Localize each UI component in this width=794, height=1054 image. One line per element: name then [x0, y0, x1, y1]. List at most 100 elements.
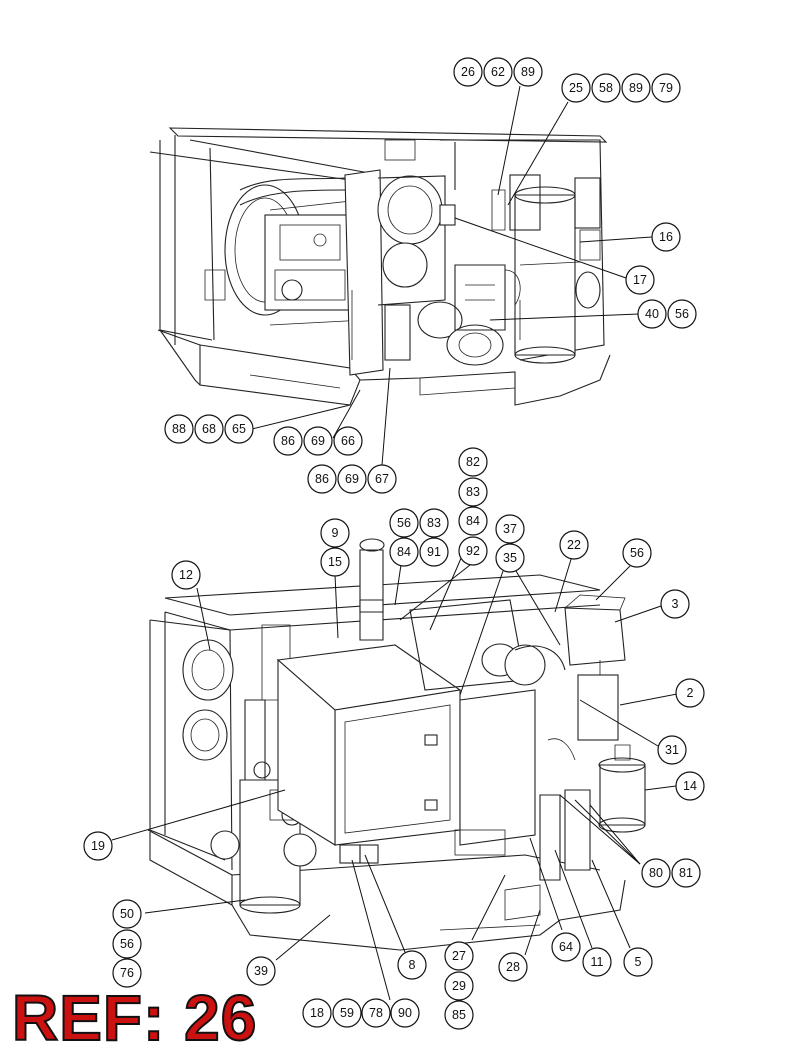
callout-bubble: 58 — [591, 73, 621, 103]
svg-text:64: 64 — [559, 940, 573, 954]
svg-text:3: 3 — [672, 597, 679, 611]
svg-text:56: 56 — [120, 937, 134, 951]
callout-bubble: 12 — [171, 560, 201, 590]
callout-bubble: 66 — [333, 426, 363, 456]
svg-text:68: 68 — [202, 422, 216, 436]
callout-bubble: 14 — [675, 771, 705, 801]
callout-bubble: 9 — [320, 518, 350, 548]
callout-bubble: 25 — [561, 73, 591, 103]
svg-text:17: 17 — [633, 273, 647, 287]
callout-bubble: 29 — [444, 971, 474, 1001]
svg-text:18: 18 — [310, 1006, 324, 1020]
callout-bubble: 83 — [419, 508, 449, 538]
callout-bubble: 92 — [458, 536, 488, 566]
svg-text:76: 76 — [120, 966, 134, 980]
svg-text:28: 28 — [506, 960, 520, 974]
callout-bubble: 76 — [112, 958, 142, 988]
callout-bubble: 19 — [83, 831, 113, 861]
svg-text:26: 26 — [461, 65, 475, 79]
callout-bubble: 79 — [651, 73, 681, 103]
svg-text:84: 84 — [397, 545, 411, 559]
callout-bubble: 86 — [273, 426, 303, 456]
callout-bubble: 86 — [307, 464, 337, 494]
svg-text:90: 90 — [398, 1006, 412, 1020]
svg-text:59: 59 — [340, 1006, 354, 1020]
upper-assembly — [149, 127, 611, 406]
svg-text:56: 56 — [675, 307, 689, 321]
callout-bubble: 28 — [498, 952, 528, 982]
callout-bubble: 50 — [112, 899, 142, 929]
callout-bubble: 18 — [302, 998, 332, 1028]
callout-bubble: 31 — [657, 735, 687, 765]
callout-bubble: 84 — [458, 506, 488, 536]
svg-text:83: 83 — [427, 516, 441, 530]
svg-text:25: 25 — [569, 81, 583, 95]
svg-text:16: 16 — [659, 230, 673, 244]
callout-bubble: 89 — [513, 57, 543, 87]
svg-text:83: 83 — [466, 485, 480, 499]
svg-text:86: 86 — [281, 434, 295, 448]
svg-text:27: 27 — [452, 949, 466, 963]
callout-bubble: 5 — [623, 947, 653, 977]
svg-text:29: 29 — [452, 979, 466, 993]
svg-text:85: 85 — [452, 1008, 466, 1022]
callout-bubble: 16 — [651, 222, 681, 252]
callout-bubble: 40 — [637, 299, 667, 329]
svg-text:81: 81 — [679, 866, 693, 880]
svg-text:69: 69 — [311, 434, 325, 448]
callout-bubble: 56 — [667, 299, 697, 329]
callout-bubble: 80 — [641, 858, 671, 888]
callout-bubble: 56 — [389, 508, 419, 538]
callout-bubble: 69 — [303, 426, 333, 456]
svg-text:89: 89 — [521, 65, 535, 79]
svg-text:15: 15 — [328, 555, 342, 569]
svg-text:14: 14 — [683, 779, 697, 793]
callout-bubble: 84 — [389, 537, 419, 567]
callout-bubble: 2 — [675, 678, 705, 708]
svg-text:66: 66 — [341, 434, 355, 448]
callout-bubble: 59 — [332, 998, 362, 1028]
callout-bubble: 83 — [458, 477, 488, 507]
callout-bubble: 85 — [444, 1000, 474, 1030]
leader-lines — [111, 85, 678, 1001]
svg-text:40: 40 — [645, 307, 659, 321]
svg-text:37: 37 — [503, 522, 517, 536]
callout-bubble: 90 — [390, 998, 420, 1028]
callout-bubble: 22 — [559, 530, 589, 560]
callout-bubble: 56 — [112, 929, 142, 959]
callout-bubble: 91 — [419, 537, 449, 567]
svg-text:5: 5 — [635, 955, 642, 969]
callout-bubble: 68 — [194, 414, 224, 444]
svg-text:58: 58 — [599, 81, 613, 95]
svg-text:31: 31 — [665, 743, 679, 757]
svg-text:78: 78 — [369, 1006, 383, 1020]
callout-bubble: 82 — [458, 447, 488, 477]
callout-bubble: 78 — [361, 998, 391, 1028]
lower-assembly — [147, 538, 646, 951]
svg-text:35: 35 — [503, 551, 517, 565]
svg-text:80: 80 — [649, 866, 663, 880]
callout-bubble: 64 — [551, 932, 581, 962]
svg-text:56: 56 — [630, 546, 644, 560]
svg-text:62: 62 — [491, 65, 505, 79]
callout-bubble: 27 — [444, 941, 474, 971]
svg-text:86: 86 — [315, 472, 329, 486]
svg-text:11: 11 — [591, 955, 604, 969]
svg-text:39: 39 — [254, 964, 268, 978]
callout-bubble: 8 — [397, 950, 427, 980]
callout-bubbles: 26 62 89 25 58 89 79 16 17 40 56 88 68 6… — [83, 57, 705, 1030]
callout-bubble: 89 — [621, 73, 651, 103]
svg-text:79: 79 — [659, 81, 673, 95]
svg-text:92: 92 — [466, 544, 480, 558]
callout-bubble: 37 — [495, 514, 525, 544]
svg-text:89: 89 — [629, 81, 643, 95]
svg-text:2: 2 — [687, 686, 694, 700]
callout-bubble: 39 — [246, 956, 276, 986]
svg-text:82: 82 — [466, 455, 480, 469]
callout-bubble: 56 — [622, 538, 652, 568]
svg-text:69: 69 — [345, 472, 359, 486]
svg-text:91: 91 — [427, 545, 441, 559]
svg-text:8: 8 — [409, 958, 416, 972]
callout-bubble: 35 — [495, 543, 525, 573]
